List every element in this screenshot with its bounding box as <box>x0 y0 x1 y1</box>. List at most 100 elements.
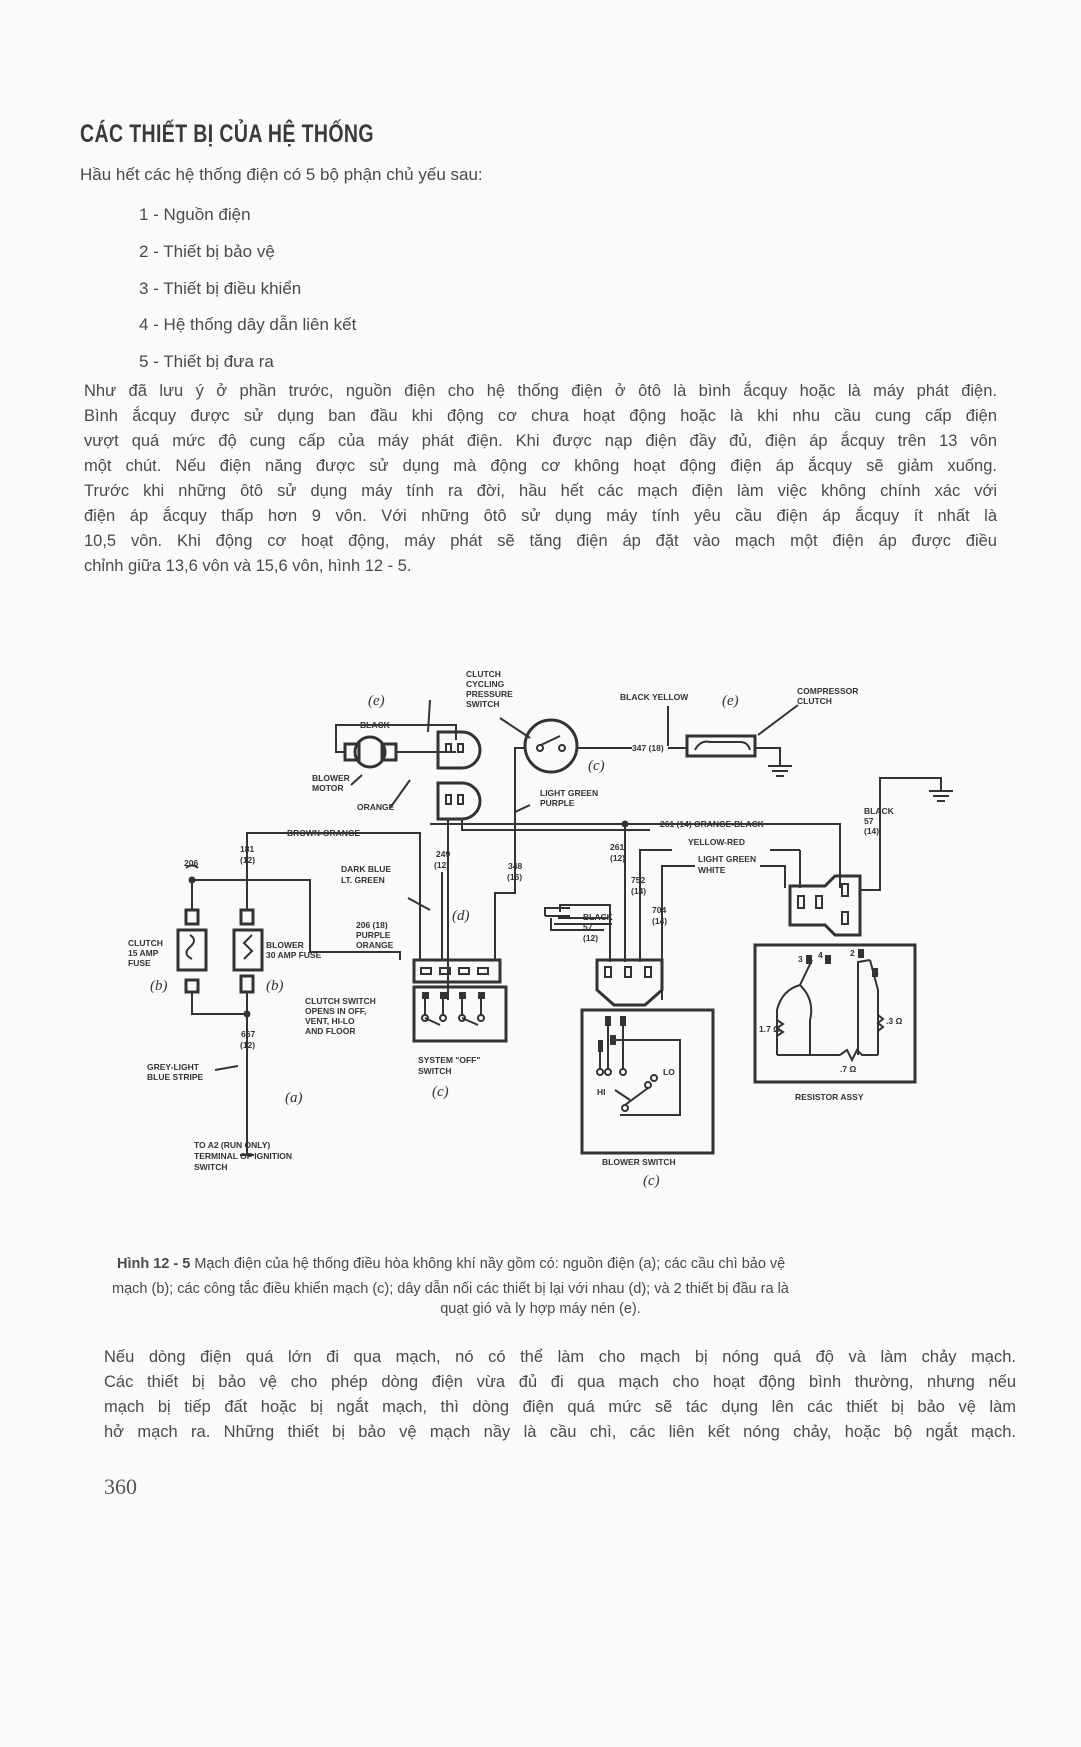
label: CLUTCH <box>797 696 832 706</box>
label: 752 <box>631 875 645 885</box>
wire-261-orange-black <box>430 823 841 888</box>
label: (12) <box>240 855 255 865</box>
label: 348 <box>508 861 522 871</box>
label: AND FLOOR <box>305 1026 356 1036</box>
label: BLACK <box>864 806 895 816</box>
label: 4 <box>818 950 823 960</box>
label: 261 (14) ORANGE-BLACK <box>660 819 765 829</box>
paragraph-line: Các thiết bị bảo vệ cho phép dòng điện v… <box>104 1373 1016 1391</box>
label: (14) <box>631 886 646 896</box>
label: 667 <box>241 1029 255 1039</box>
compressor-clutch <box>667 704 799 777</box>
caption-line: mạch (b); các công tắc điều khiển mạch (… <box>112 1281 789 1297</box>
label: BLACK <box>583 912 614 922</box>
leader-lines <box>350 699 531 813</box>
label: CYCLING <box>466 679 505 689</box>
label: (12) <box>583 933 598 943</box>
label: TERMINAL OF IGNITION <box>194 1151 292 1161</box>
label: BROWN-ORANGE <box>287 828 361 838</box>
label: GREY-LIGHT <box>147 1062 200 1072</box>
wire-brown-orange <box>246 832 421 960</box>
paragraph-line: Trước khi những ôtô sử dụng máy tính ra … <box>84 482 997 500</box>
label: FUSE <box>128 958 151 968</box>
label: TO A2 (RUN ONLY) <box>194 1140 270 1150</box>
tag-e: (e) <box>368 693 385 709</box>
paragraph-line: mạch bị tiếp đất hoặc bị ngắt mạch, thì … <box>104 1398 1016 1416</box>
tag-a: (a) <box>285 1090 303 1106</box>
paragraph-line: Nếu dòng điện quá lớn đi qua mạch, nó có… <box>104 1348 1016 1366</box>
label: 1.7 Ω <box>759 1024 780 1034</box>
label: CLUTCH <box>128 938 163 948</box>
right-ground-wire <box>879 777 953 840</box>
label: WHITE <box>698 865 726 875</box>
label: BLOWER <box>266 940 304 950</box>
label: RESISTOR ASSY <box>795 1092 864 1102</box>
label: OPENS IN OFF, <box>305 1006 366 1016</box>
label: LIGHT GREEN <box>698 854 756 864</box>
clutch-cycling-pressure-switch <box>494 718 632 960</box>
paragraph-line: Bình ắcquy được sử dụng ban đầu khi động… <box>84 407 997 425</box>
resistor-connector <box>788 838 881 937</box>
blower-fuse <box>232 870 264 1156</box>
list-item: 3 - Thiết bị điều khiển <box>139 279 302 298</box>
intro-text: Hầu hết các hệ thống điện có 5 bộ phận c… <box>80 165 483 184</box>
label: CLUTCH SWITCH <box>305 996 376 1006</box>
label: 347 (18) <box>632 743 664 753</box>
wire-206-purple-orange <box>192 879 401 960</box>
wire-704-light-green-white <box>661 865 786 1000</box>
label: (16) <box>507 872 522 882</box>
list-item: 1 - Nguồn điện <box>139 205 251 224</box>
label: (14) <box>864 826 879 836</box>
label: 57 <box>864 816 874 826</box>
label: CLUTCH <box>466 669 501 679</box>
label: 1 <box>874 966 879 976</box>
paragraph-line: vượt quá mức độ cung cấp của máy phát đi… <box>84 432 997 450</box>
label: ORANGE <box>356 940 394 950</box>
label: BLOWER <box>312 773 350 783</box>
label: LIGHT GREEN <box>540 788 598 798</box>
list-item: 2 - Thiết bị bảo vệ <box>139 242 275 261</box>
wire-752-yellow-red <box>639 849 801 962</box>
blower-switch <box>544 907 715 1155</box>
label: 57 <box>583 922 593 932</box>
label: MOTOR <box>312 783 343 793</box>
label: BLACK YELLOW <box>620 692 689 702</box>
paragraph-line: một chút. Nếu điện năng được sử dụng mà … <box>84 457 997 475</box>
tag-b: (b) <box>150 978 168 994</box>
label: .7 Ω <box>840 1064 856 1074</box>
tag-c: (c) <box>432 1084 449 1100</box>
label: 181 <box>240 844 254 854</box>
tag-c: (c) <box>588 758 605 774</box>
label: PRESSURE <box>466 689 513 699</box>
junction-dot <box>243 1010 251 1018</box>
clutch-fuse <box>176 880 247 1015</box>
paragraph-line: hở mạch ra. Những thiết bị bảo vệ mạch n… <box>104 1423 1016 1441</box>
label: BLOWER SWITCH <box>602 1157 676 1167</box>
leader-line <box>214 1065 239 1071</box>
label: SWITCH <box>194 1162 228 1172</box>
paragraph-line: 10,5 vôn. Khi động cơ hoạt động, máy phá… <box>84 532 997 550</box>
tag-b: (b) <box>266 978 284 994</box>
label: .3 Ω <box>886 1016 902 1026</box>
label: PURPLE <box>356 930 391 940</box>
label: LO <box>663 1067 675 1077</box>
page-number: 360 <box>104 1474 137 1499</box>
wire-249-dark-blue <box>407 872 443 960</box>
label: SWITCH <box>418 1066 452 1076</box>
blower-connector <box>436 730 650 1000</box>
label: SYSTEM "OFF" <box>418 1055 480 1065</box>
label: 3 <box>798 954 803 964</box>
label: BLUE STRIPE <box>147 1072 204 1082</box>
system-off-switch <box>412 958 508 1043</box>
label: ORANGE <box>357 802 395 812</box>
label: 206 <box>184 858 198 868</box>
list-item: 5 - Thiết bị đưa ra <box>139 352 274 371</box>
label: (14) <box>652 916 667 926</box>
wire-206-break <box>185 864 199 869</box>
ground-black-57 <box>559 904 611 962</box>
label: COMPRESSOR <box>797 686 858 696</box>
paragraph-line: điện áp ắcquy thấp hơn 9 vôn. Với những … <box>84 507 997 525</box>
section-heading: CÁC THIẾT BỊ CỦA HỆ THỐNG <box>80 120 374 148</box>
label: BLACK <box>360 720 391 730</box>
